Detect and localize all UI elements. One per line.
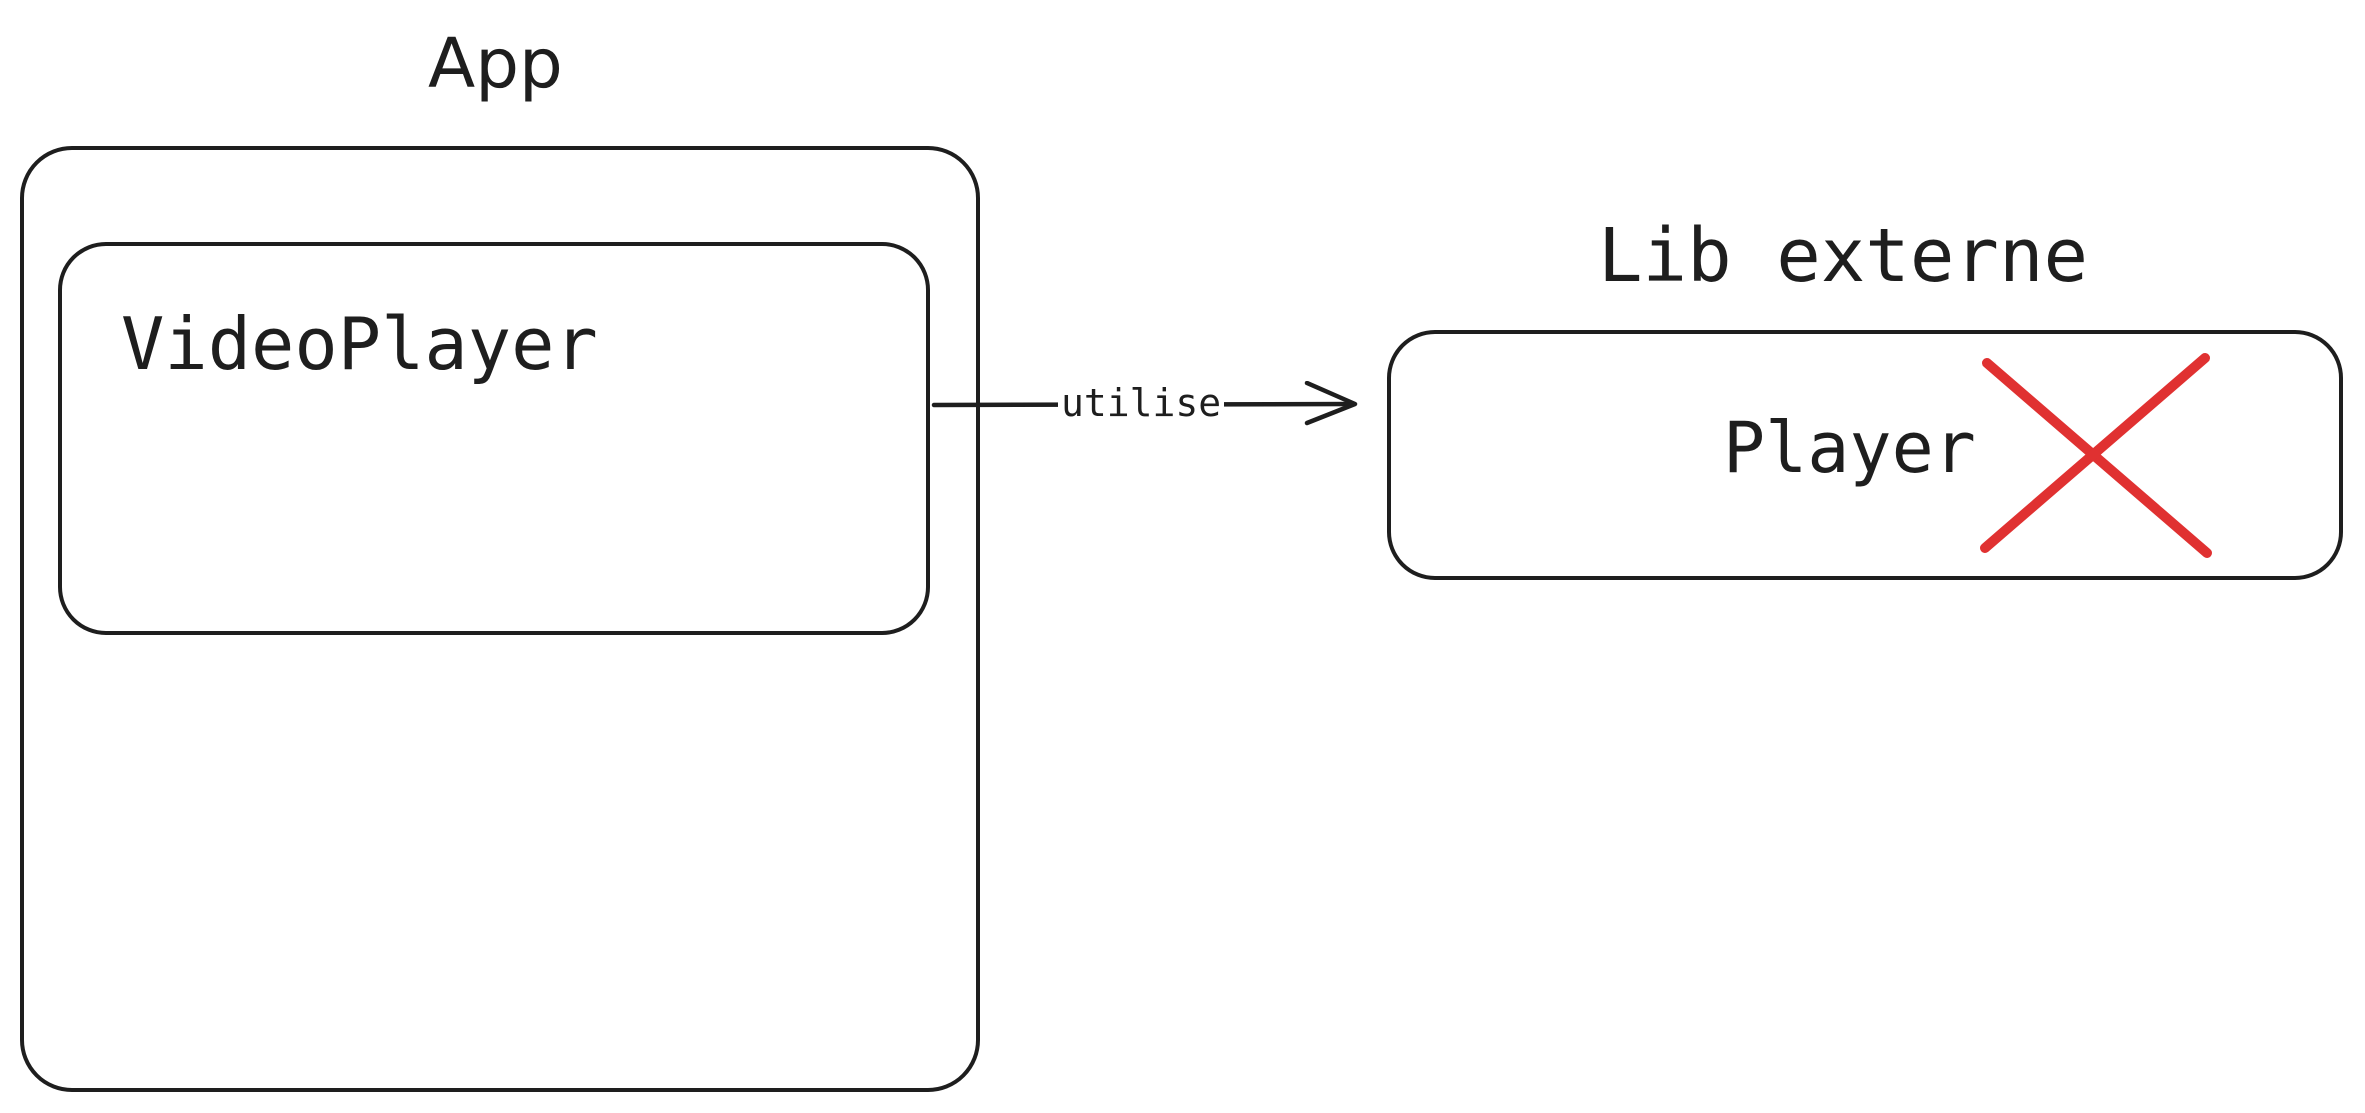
videoplayer-box (58, 242, 930, 635)
videoplayer-label: VideoPlayer (121, 302, 598, 386)
arrow-head-icon (1304, 381, 1358, 426)
lib-externe-box (1387, 330, 2343, 580)
lib-externe-group-title: Lib externe (1598, 213, 2089, 299)
app-group-box (20, 146, 980, 1092)
red-cross-icon (1980, 353, 2212, 558)
player-label: Player (1723, 407, 1976, 489)
utilise-arrow-label: utilise (1058, 384, 1225, 422)
app-group-title: App (428, 24, 563, 104)
